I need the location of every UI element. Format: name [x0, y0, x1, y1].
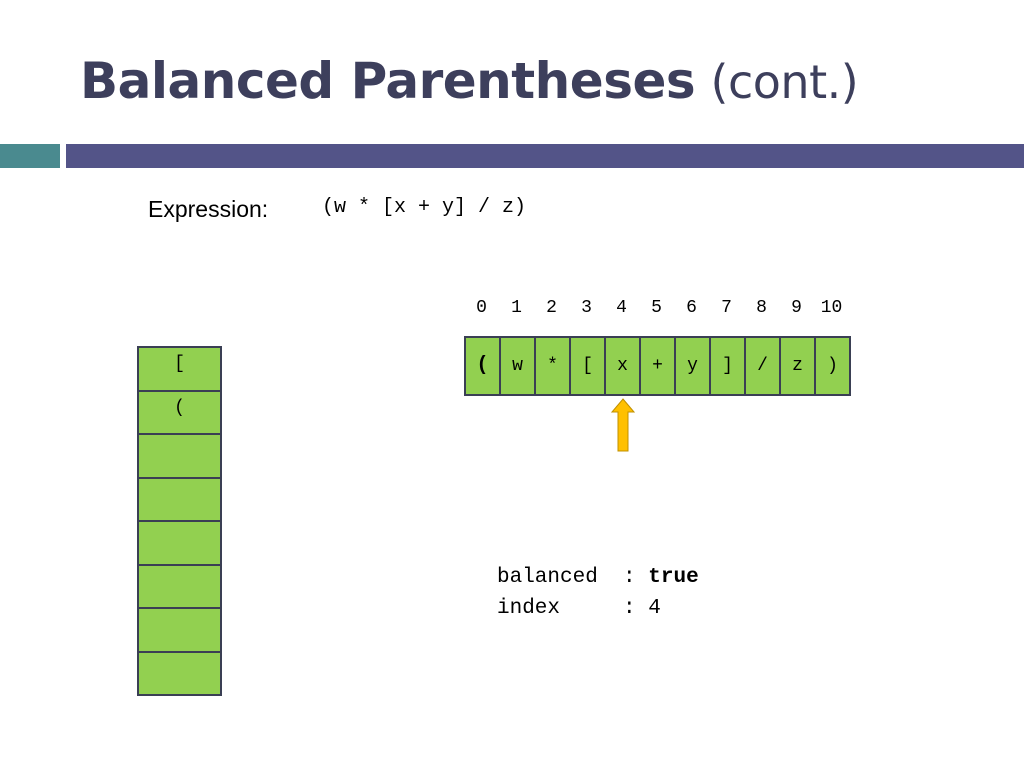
index-label: 10: [820, 298, 843, 318]
expression-value: (w * [x + y] / z): [322, 196, 527, 219]
char-cell: ): [814, 336, 851, 396]
char-cell: z: [779, 336, 816, 396]
balanced-value: true: [648, 566, 699, 589]
stack-cell: [: [137, 346, 222, 392]
balanced-separator: :: [623, 566, 636, 589]
index-label: 4: [616, 298, 627, 318]
stack-cell: [137, 520, 222, 566]
char-cell: [: [569, 336, 606, 396]
title-underline-bar: [66, 144, 1024, 168]
stack-cell: (: [137, 389, 222, 435]
slide-title: Balanced Parentheses (cont.): [80, 52, 859, 110]
index-label: 1: [511, 298, 522, 318]
stack-cell: [137, 476, 222, 522]
expression-label: Expression:: [148, 196, 269, 222]
char-cell: w: [499, 336, 536, 396]
status-balanced-row: balanced : true: [497, 562, 699, 593]
char-cell: y: [674, 336, 711, 396]
pointer-arrow-icon: [610, 398, 635, 452]
index-label: 3: [581, 298, 592, 318]
char-cell: (: [464, 336, 501, 396]
char-cell: x: [604, 336, 641, 396]
stack-cell: [137, 650, 222, 696]
title-main: Balanced Parentheses: [80, 52, 696, 110]
title-suffix: (cont.): [710, 55, 859, 109]
stack-cell: [137, 563, 222, 609]
index-label: 6: [686, 298, 697, 318]
title-accent-bar: [0, 144, 60, 168]
index-value: 4: [648, 597, 661, 620]
index-label: 0: [476, 298, 487, 318]
index-label: 7: [721, 298, 732, 318]
status-index-row: index : 4: [497, 593, 699, 624]
balanced-label: balanced: [497, 566, 598, 589]
stack-cell: [137, 433, 222, 479]
index-separator: :: [623, 597, 636, 620]
index-label: 2: [546, 298, 557, 318]
char-cell: /: [744, 336, 781, 396]
index-label: 9: [791, 298, 802, 318]
index-label: 8: [756, 298, 767, 318]
char-cell: *: [534, 336, 571, 396]
char-cell: ]: [709, 336, 746, 396]
stack: [(: [137, 346, 222, 696]
char-cell: +: [639, 336, 676, 396]
index-label: 5: [651, 298, 662, 318]
index-label: index: [497, 597, 561, 620]
stack-cell: [137, 607, 222, 653]
